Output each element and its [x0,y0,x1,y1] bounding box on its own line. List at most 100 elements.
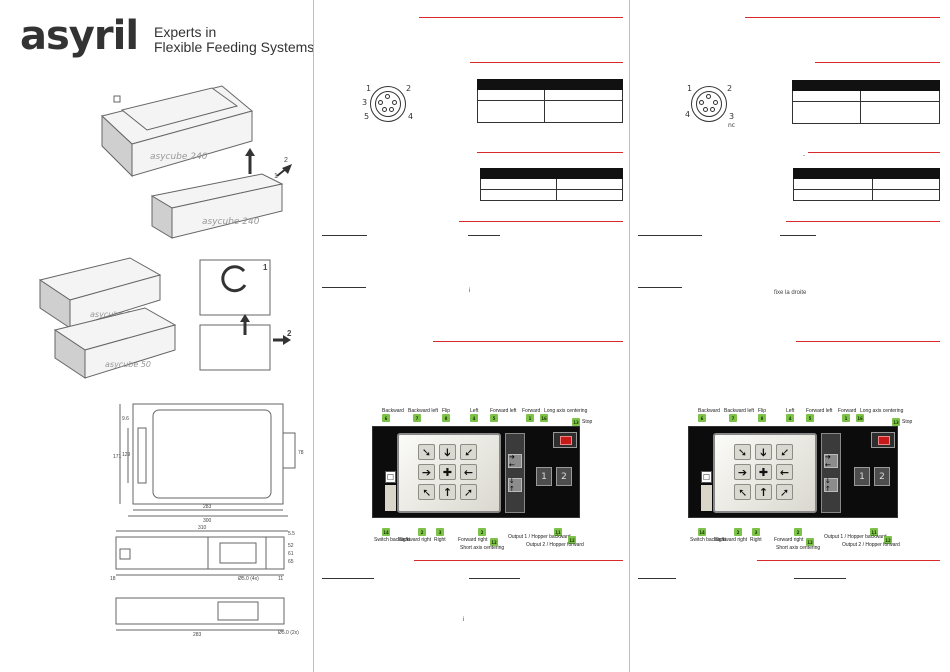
feeder-view-r: ➘ ➔ ➘ ➔ ✚ ← ➚ ↑ ➚ [713,433,817,513]
feeder-240-illustration: asycube 240 asycube 240 2 1 [92,66,302,246]
stray-mark-2: i [463,617,465,623]
callout-forward-right: Forward right [458,537,488,543]
forward-button[interactable]: ↑ [439,484,456,500]
backlight-icon: ☐ [386,472,395,482]
stop-button[interactable] [560,436,572,445]
detail-step-1: 1 [263,263,268,272]
left-button-r[interactable]: ← [776,464,793,480]
callout-backward-left-r: Backward left [724,408,755,414]
right-button-r[interactable]: ➔ [734,464,751,480]
backward-left-button-r[interactable]: ➘ [734,444,751,460]
badge-14: 14 [382,528,390,536]
label-80: asycube 80 [90,310,136,319]
forward-right-button-r[interactable]: ➚ [776,484,793,500]
stop-button-frame-r [871,432,895,448]
output-1-label: 1 [541,471,547,482]
step-1-label: 1 [274,173,278,180]
output-1-button-r[interactable]: 1 [854,467,870,486]
dim-78: 78 [298,450,304,456]
long-axis-centering-button[interactable]: ➔ ← [508,453,522,469]
subheading-underline-r2 [780,235,816,236]
dim-11: 11 [278,576,283,582]
dim-65: 65 [288,559,294,565]
section-rule-right-2 [808,152,940,153]
section-rule-right-3 [786,221,940,222]
pin-label-r4: 4 [685,110,691,119]
pin-label-2: 2 [406,84,412,93]
right-button[interactable]: ➔ [418,464,435,480]
callout-backward-right-r: Backward right [714,537,748,543]
arrow-right-icon: ➔ [421,465,432,479]
hmi-top-callouts-r: Backward 6 Backward left 7 Flip 8 Left 4… [676,400,946,428]
flip-button-r[interactable]: ✚ [755,464,772,480]
callout-short-axis-r: Short axis centering [776,545,821,551]
subheading-underline-r4 [638,578,676,579]
section-rule-5 [414,560,623,561]
badge-8: 8 [442,414,450,422]
callout-forward-right-r: Forward right [774,537,804,543]
output-2-button[interactable]: 2 [556,467,572,486]
callout-switch-backlight-r: Switch backlight [690,537,726,543]
short-axis-centering-button[interactable]: ↓ ↑ [508,477,522,493]
brand-tagline: Experts in Flexible Feeding Systems [154,25,314,55]
callout-stop-r: Stop [902,419,913,425]
subheading-underline-2 [468,235,500,236]
backward-button-r[interactable]: ➔ [755,444,772,460]
dim-9-6: 9.6 [122,416,129,422]
backward-button[interactable]: ➔ [439,444,456,460]
callout-forward: Forward [522,408,541,414]
pin-label-r2: 2 [727,84,733,93]
callout-output-2: Output 2 / Hopper forward [526,542,584,548]
left-button[interactable]: ← [460,464,477,480]
long-axis-centering-button-r[interactable]: ➔ ← [824,453,838,469]
dim-310: 310 [198,525,207,531]
forward-left-button-r[interactable]: ➘ [776,444,793,460]
arrow-left-icon: ← [463,465,474,479]
connector-diagram: 1 2 3 4 5 [362,82,422,127]
centering-vertical-icon: ↓ ↑ [509,477,515,493]
badge-6-r: 6 [698,414,706,422]
backward-left-button[interactable]: ➘ [418,444,435,460]
centering-panel-r: ➔ ← ↓ ↑ [821,433,841,513]
section-rule-right-1 [815,62,940,63]
arrow-up-right-icon: ➚ [463,485,474,499]
output-1-button[interactable]: 1 [536,467,552,486]
flip-button[interactable]: ✚ [439,464,456,480]
hmi-bottom-callouts: 14 Switch backlight 2 Backward right 3 R… [360,520,630,560]
callout-right-r: Right [750,537,762,543]
short-axis-centering-button-r[interactable]: ↓ ↑ [824,477,838,493]
dim-5-5: 5.5 [288,531,295,537]
pin-label-r1: 1 [687,84,693,93]
hmi-panel: ☐ ➘ ➔ ➘ ➔ ✚ ← ➚ ↑ ➚ ➔ ← ↓ ↑ 1 2 [372,426,580,518]
output-2-button-r[interactable]: 2 [874,467,890,486]
dim-18: 18 [110,576,116,582]
switch-backlight-button-r[interactable]: ☐ [701,471,712,483]
subheading-underline-r5 [794,578,846,579]
arrow-up-icon: ↑ [758,485,769,499]
backward-right-button-r[interactable]: ➚ [734,484,751,500]
centering-horizontal-icon: ➔ ← [509,453,515,469]
backlight-icon-r: ☐ [702,472,711,482]
backlight-strip-r [701,485,712,511]
badge-7-r: 7 [729,414,737,422]
hmi-top-callouts: Backward 6 Backward left 7 Flip 8 Left 4… [360,400,630,428]
forward-left-button[interactable]: ➘ [460,444,477,460]
feeder-view: ➘ ➔ ➘ ➔ ✚ ← ➚ ↑ ➚ [397,433,501,513]
callout-short-axis: Short axis centering [460,545,505,551]
badge-13: 13 [572,418,580,426]
stop-button-r[interactable] [878,436,890,445]
badge-5: 5 [490,414,498,422]
backward-right-button[interactable]: ➚ [418,484,435,500]
switch-backlight-button[interactable]: ☐ [385,471,396,483]
bottom-view-drawing: 283 Ø5.0 (2x) [108,590,308,640]
forward-button-r[interactable]: ↑ [755,484,772,500]
forward-right-button[interactable]: ➚ [460,484,477,500]
subheading-underline-5 [469,578,520,579]
badge-5-r: 5 [806,414,814,422]
callout-left-r: Left [786,408,795,414]
label-240-top: asycube 240 [150,152,208,162]
pin-label-3: 3 [362,98,368,107]
callout-long-axis-r: Long axis centering [860,408,904,414]
badge-2a: 2 [418,528,426,536]
subheading-underline-r1 [638,235,702,236]
